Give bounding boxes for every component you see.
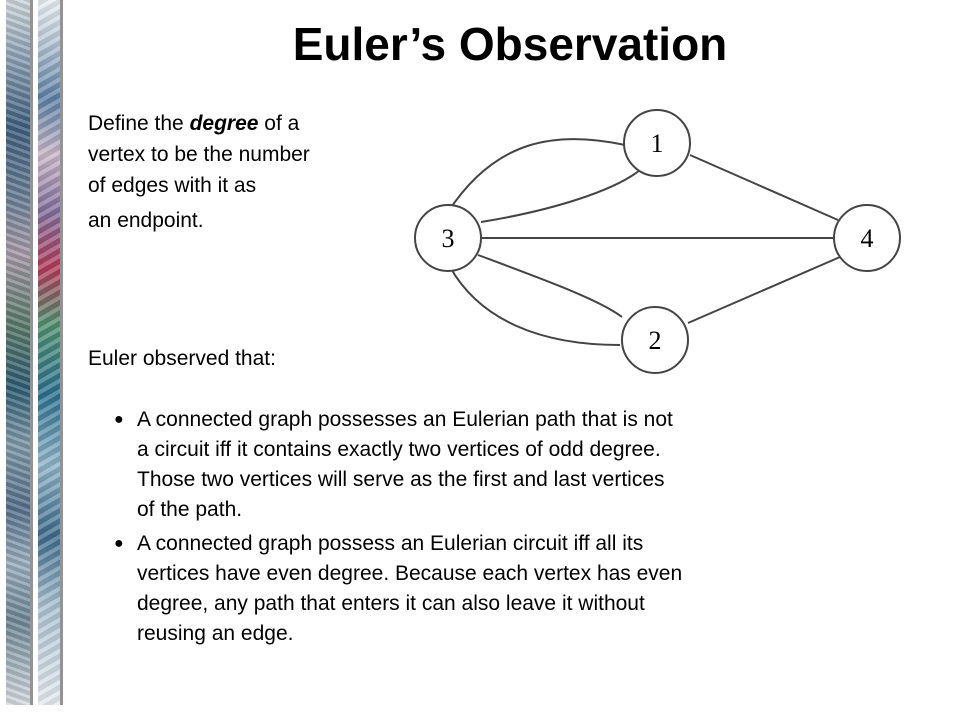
edge-2-4: [687, 256, 841, 324]
decorative-mosaic-strip-left: [6, 0, 30, 705]
decorative-mosaic-strip-right: [38, 0, 60, 705]
vertex-1-label: 1: [651, 129, 664, 158]
vertex-2-label: 2: [649, 326, 662, 355]
vertex-2: 2: [621, 306, 689, 374]
edge-3-1-inner: [480, 169, 641, 223]
observation-item-eulerian-circuit: ● A connected graph possess an Eulerian …: [110, 529, 870, 649]
graph-edges: [447, 138, 841, 346]
bullet-line: vertices have even degree. Because each …: [137, 562, 683, 585]
observation-item-eulerian-path: ● A connected graph possesses an Euleria…: [110, 405, 870, 525]
degree-term: degree: [189, 112, 259, 135]
observation-list: ● A connected graph possesses an Euleria…: [110, 405, 870, 653]
definition-line-3: of edges with it as: [88, 174, 257, 197]
bullet-line: A connected graph possesses an Eulerian …: [137, 408, 673, 431]
vertex-3-label: 3: [442, 224, 455, 253]
edge-3-2-inner: [477, 254, 623, 318]
bullet-line: a circuit iff it contains exactly two ve…: [137, 438, 661, 461]
strip-shadow: [60, 0, 63, 705]
definition-text: Define the: [88, 112, 190, 135]
bullet-line: reusing an edge.: [137, 622, 294, 645]
bullet-icon: ●: [114, 411, 124, 428]
vertex-4-label: 4: [861, 224, 874, 253]
definition-text: of a: [258, 112, 300, 135]
definition-line-4: an endpoint.: [88, 209, 204, 232]
bullet-line: of the path.: [137, 498, 243, 521]
definition-line-2: vertex to be the number: [88, 143, 310, 166]
strip-shadow: [30, 0, 33, 705]
bullet-icon: ●: [114, 535, 124, 552]
definition-line-1: Define the degree of a: [88, 108, 388, 139]
vertex-4: 4: [833, 204, 901, 272]
konigsberg-graph-diagram: 1 2 3 4: [414, 109, 901, 374]
bullet-line: A connected graph possess an Eulerian ci…: [137, 532, 644, 555]
bullet-line: degree, any path that enters it can also…: [137, 592, 645, 615]
edge-3-1-outer: [447, 138, 626, 213]
vertex-1: 1: [623, 109, 691, 177]
degree-definition: Define the degree of a vertex to be the …: [88, 108, 388, 236]
bullet-line: Those two vertices will serve as the fir…: [137, 468, 665, 491]
edge-3-2-outer: [449, 266, 621, 346]
edge-1-4: [689, 154, 839, 221]
vertex-3: 3: [414, 204, 482, 272]
observation-intro: Euler observed that:: [88, 347, 276, 370]
graph-vertices: 1 2 3 4: [414, 109, 901, 374]
slide-title: Euler’s Observation: [292, 18, 728, 70]
